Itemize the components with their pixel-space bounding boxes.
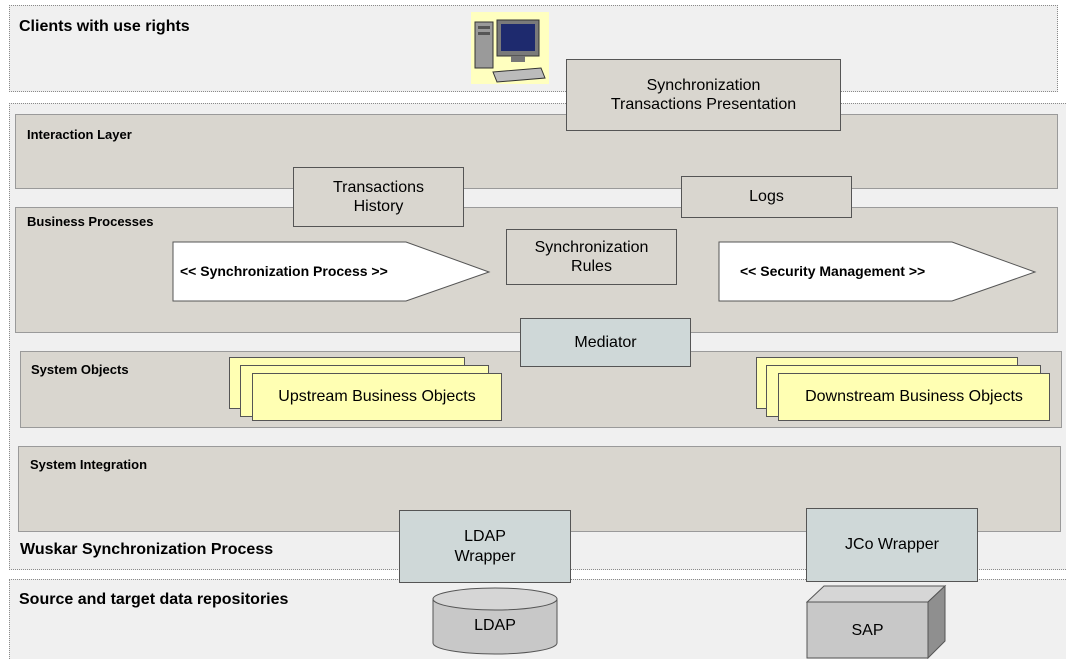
ldap-cylinder xyxy=(432,587,558,655)
sync-process-label: << Synchronization Process >> xyxy=(180,263,388,279)
ldap-wrapper-line2: Wrapper xyxy=(454,547,516,565)
upstream-label: Upstream Business Objects xyxy=(278,388,476,406)
transactions-history-line1: Transactions xyxy=(333,178,424,196)
ldap-wrapper-line1: LDAP xyxy=(464,527,506,545)
wuskar-title: Wuskar Synchronization Process xyxy=(20,541,274,558)
sap-repo-label: SAP xyxy=(851,622,884,639)
ldap-wrapper-box: LDAP Wrapper xyxy=(399,510,571,583)
security-mgmt-label: << Security Management >> xyxy=(740,263,926,279)
ldap-repo-label: LDAP xyxy=(474,617,516,634)
sync-process-shape xyxy=(172,241,491,302)
sync-rules-box: Synchronization Rules xyxy=(506,229,677,285)
interaction-layer-label: Interaction Layer xyxy=(27,127,132,142)
sync-process-arrow xyxy=(172,241,491,302)
sync-transactions-presentation-box: Synchronization Transactions Presentatio… xyxy=(566,59,841,131)
logs-box: Logs xyxy=(681,176,852,218)
sync-presentation-line2: Transactions Presentation xyxy=(610,96,797,113)
sync-rules-line2: Rules xyxy=(571,258,612,275)
mediator-label: Mediator xyxy=(574,333,637,351)
sync-presentation-line1: Synchronization xyxy=(646,76,761,94)
system-objects-label: System Objects xyxy=(31,362,129,377)
transactions-history-box: Transactions History xyxy=(293,167,464,227)
business-processes-label: Business Processes xyxy=(27,214,154,229)
jco-wrapper-label: JCo Wrapper xyxy=(845,536,939,553)
sync-rules-line1: Synchronization xyxy=(534,238,649,256)
interaction-layer xyxy=(15,114,1058,189)
sap-box xyxy=(806,585,947,659)
jco-wrapper-box: JCo Wrapper xyxy=(806,508,978,582)
clients-title: Clients with use rights xyxy=(19,18,190,35)
logs-label: Logs xyxy=(749,188,784,206)
downstream-label: Downstream Business Objects xyxy=(805,388,1023,406)
mediator-box: Mediator xyxy=(520,318,691,367)
system-integration-label: System Integration xyxy=(30,457,148,472)
repositories-title: Source and target data repositories xyxy=(19,591,289,608)
downstream-business-objects: Downstream Business Objects xyxy=(778,373,1050,421)
transactions-history-line2: History xyxy=(353,198,404,215)
upstream-business-objects: Upstream Business Objects xyxy=(252,373,502,421)
security-mgmt-arrow xyxy=(718,241,1037,302)
computer-icon xyxy=(471,12,549,84)
security-mgmt-shape xyxy=(718,241,1037,302)
